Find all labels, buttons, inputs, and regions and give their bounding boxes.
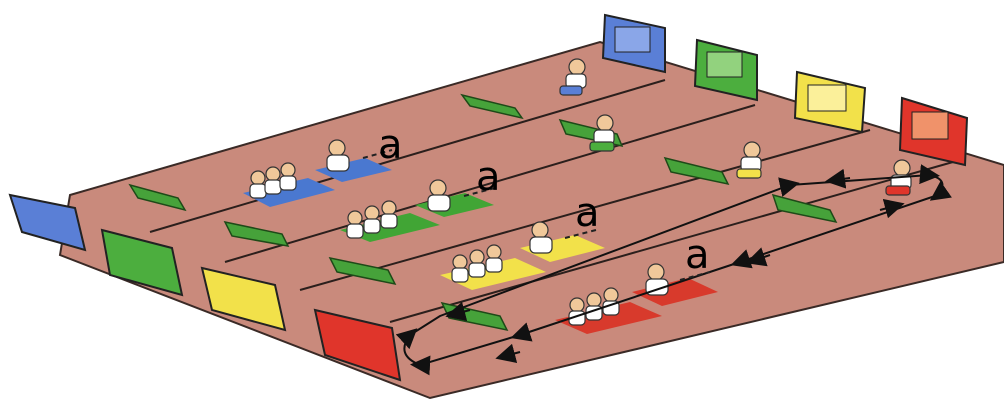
near-end-markers [8,193,402,382]
obstacle [460,93,524,120]
near-marker-red [313,308,402,382]
runner-blue [559,58,587,96]
far-marker-blue [601,13,666,74]
runner-green [589,114,615,152]
far-marker-green [693,38,758,102]
lane-divider-1 [149,79,666,233]
far-marker-red [898,96,969,167]
mat-blue [315,158,392,182]
obstacle [328,256,397,286]
route-arrow [495,343,521,364]
child-group-blue [249,139,350,199]
lane-marker-green: a [476,154,501,200]
route-outbound [404,175,942,365]
mat-blue [243,178,335,207]
route-arrow [825,168,851,189]
route-path [404,175,942,365]
near-marker-green [100,228,184,297]
lane-marker-yellow: a [575,190,600,236]
obstacle [128,183,187,212]
route-arrow [445,301,471,322]
route-arrow [745,247,771,267]
far-end-markers [601,13,969,167]
far-marker-yellow [793,70,867,134]
lane-marker-red: a [685,232,710,278]
lane-marker-blue: a [378,122,403,168]
lane-markers: a a a a [378,122,710,278]
near-marker-yellow [200,266,287,332]
obstacle [223,220,290,248]
route-arrow [879,198,905,219]
near-marker-blue [8,193,87,252]
